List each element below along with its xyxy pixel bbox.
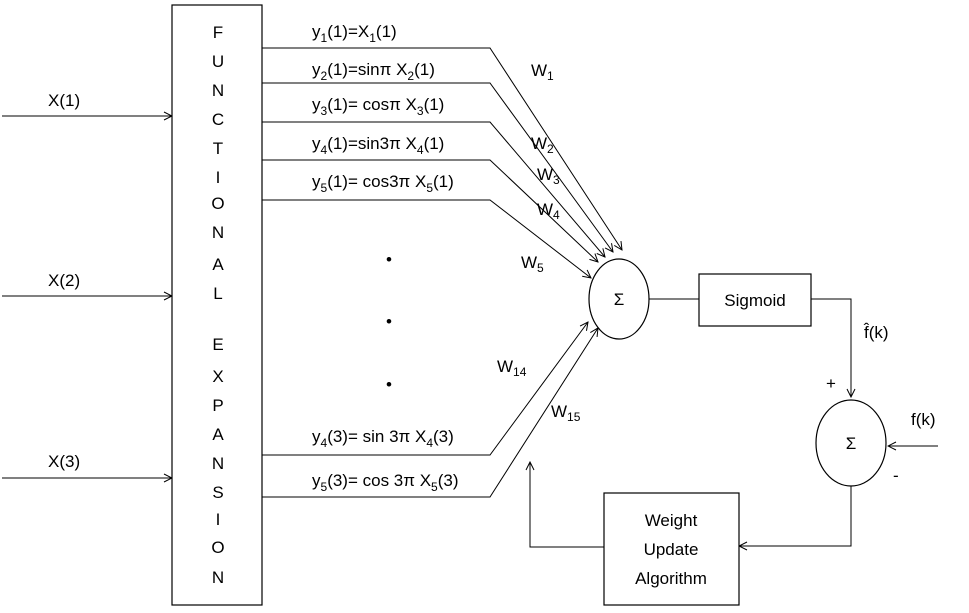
- input-label-x3: X(3): [48, 452, 80, 471]
- svg-text:N: N: [212, 223, 224, 242]
- svg-text:N: N: [212, 454, 224, 473]
- connection-2: [262, 82, 613, 252]
- expansion-label-5: y5(1)= cos3π X5(1): [312, 172, 454, 195]
- expansion-label-1: y1(1)=X1(1): [312, 22, 397, 45]
- svg-text:S: S: [212, 483, 223, 502]
- svg-text:N: N: [212, 568, 224, 587]
- svg-text:I: I: [216, 510, 221, 529]
- svg-text:A: A: [212, 255, 224, 274]
- svg-text:X: X: [212, 367, 223, 386]
- svg-text:C: C: [212, 110, 224, 129]
- svg-text:E: E: [212, 335, 223, 354]
- ellipsis-dot-3: •: [386, 375, 392, 394]
- summation-symbol-2: Σ: [846, 434, 857, 453]
- connection-14: [262, 322, 588, 456]
- weight-update-line-1: Weight: [645, 511, 698, 530]
- ellipsis-dot-2: •: [386, 312, 392, 331]
- fk-label: f(k): [911, 410, 936, 429]
- weight-label-w14: W14: [497, 357, 527, 379]
- svg-text:T: T: [213, 139, 223, 158]
- weight-update-line-2: Update: [644, 540, 699, 559]
- connection-3: [262, 121, 605, 257]
- expansion-label-15: y5(3)= cos 3π X5(3): [312, 471, 459, 494]
- connection-4: [262, 159, 598, 262]
- connection-5: [262, 199, 591, 278]
- svg-text:O: O: [211, 538, 224, 557]
- ellipsis-dot-1: •: [386, 250, 392, 269]
- svg-text:O: O: [211, 194, 224, 213]
- svg-text:P: P: [212, 396, 223, 415]
- weight-label-w15: W15: [551, 402, 581, 424]
- weight-label-w3: W3: [537, 165, 560, 187]
- weight-label-w4: W4: [537, 200, 560, 222]
- expansion-label-2: y2(1)=sinπ X2(1): [312, 60, 435, 83]
- connection-1: [262, 47, 622, 250]
- plus-sign: +: [826, 374, 836, 393]
- sigmoid-to-sum-arrow: [811, 298, 851, 397]
- weight-label-w5: W5: [521, 253, 544, 275]
- feedback-arrow: [530, 462, 604, 548]
- summation-symbol-1: Σ: [614, 290, 625, 309]
- expansion-label-14: y4(3)= sin 3π X4(3): [312, 427, 454, 450]
- sigmoid-box: [698, 273, 812, 327]
- weight-update-line-3: Algorithm: [635, 569, 707, 588]
- sigmoid-label: Sigmoid: [724, 291, 785, 310]
- weight-update-box: [603, 492, 740, 606]
- svg-text:F: F: [213, 23, 223, 42]
- svg-text:L: L: [213, 284, 222, 303]
- input-label-x2: X(2): [48, 271, 80, 290]
- fhat-label: f̂(k): [863, 322, 888, 342]
- svg-text:N: N: [212, 81, 224, 100]
- minus-sign: -: [893, 466, 899, 485]
- weight-label-w2: W2: [531, 134, 554, 156]
- error-to-update-arrow: [739, 486, 852, 546]
- functional-expansion-text: F U N C T I O N A L E X P A N S I O N: [211, 23, 224, 587]
- weight-label-w1: W1: [531, 61, 554, 83]
- connection-15: [262, 328, 598, 498]
- svg-text:A: A: [212, 425, 224, 444]
- expansion-label-3: y3(1)= cosπ X3(1): [312, 95, 444, 118]
- expansion-label-4: y4(1)=sin3π X4(1): [312, 134, 444, 157]
- input-label-x1: X(1): [48, 91, 80, 110]
- svg-text:I: I: [216, 168, 221, 187]
- functional-expansion-box: [171, 4, 263, 606]
- svg-text:U: U: [212, 52, 224, 71]
